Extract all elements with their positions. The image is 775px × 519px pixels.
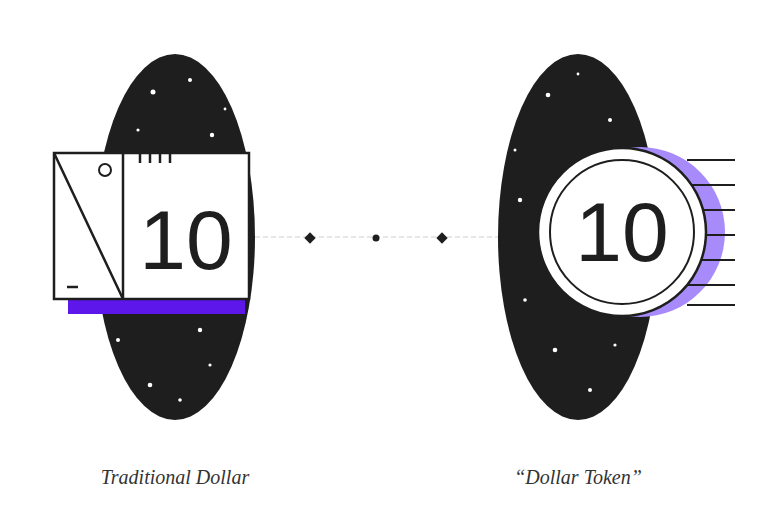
denomination-number-box: 10	[127, 192, 245, 288]
space-ellipse: Traditional Dollar10	[95, 54, 255, 420]
star-dot	[148, 383, 153, 388]
star-dot	[608, 118, 612, 122]
star-dot	[210, 133, 214, 137]
star-dot	[553, 348, 558, 353]
diamond-marker	[436, 232, 447, 243]
coin: 10	[537, 147, 707, 317]
star-dot	[523, 298, 527, 302]
caption-text: Traditional Dollar	[101, 465, 249, 489]
coin-rim-line	[687, 284, 735, 286]
star-dot	[188, 78, 192, 82]
coin-face	[538, 148, 706, 316]
coin-rim-line	[687, 304, 735, 306]
star-dot	[546, 93, 551, 98]
star-dot	[198, 328, 202, 332]
star-dot	[518, 198, 522, 202]
caption-text-box: “Dollar Token”	[458, 460, 698, 494]
star-dot	[514, 149, 517, 152]
star-dot	[224, 108, 227, 111]
banknote-border	[54, 153, 249, 299]
diamond-marker	[304, 232, 315, 243]
star-dot	[588, 388, 592, 392]
coin-inner-ring	[550, 160, 694, 304]
star-dot	[577, 73, 580, 76]
denomination-number: 10	[575, 190, 668, 274]
caption-text: “Dollar Token”	[514, 465, 642, 489]
coin-rim-line	[687, 184, 735, 186]
star-dot	[208, 363, 211, 366]
denomination-number-box: 10	[557, 187, 687, 277]
caption-text-box: Traditional Dollar	[55, 460, 295, 494]
star-dot	[178, 398, 182, 402]
star-dot	[613, 343, 616, 346]
denomination-number: 10	[139, 198, 232, 282]
star-dot	[151, 90, 156, 95]
dot-marker	[373, 235, 380, 242]
space-ellipse: “Dollar Token”10	[498, 54, 658, 420]
star-dot	[116, 338, 120, 342]
coin-rim-line	[687, 159, 735, 161]
star-dot	[136, 128, 139, 131]
purple-bar	[68, 300, 245, 314]
banknote: 10	[53, 152, 250, 300]
